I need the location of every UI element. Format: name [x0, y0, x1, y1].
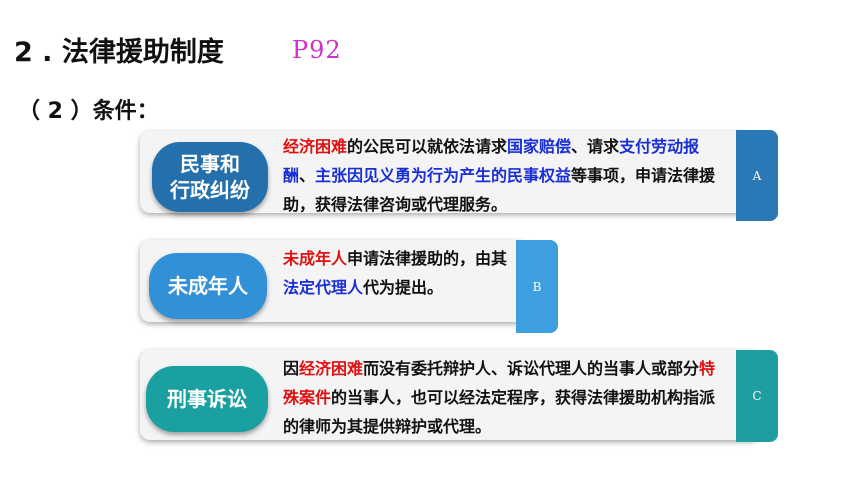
- condition-text-criminal: 因经济困难而没有委托辩护人、诉讼代理人的当事人或部分特殊案件的当事人，也可以经法…: [283, 354, 728, 441]
- highlight-red-text: 经济困难: [283, 137, 348, 156]
- condition-text-minor: 未成年人申请法律援助的，由其法定代理人代为提出。: [283, 244, 508, 302]
- condition-text-civil: 经济困难的公民可以就依法请求国家赔偿、请求支付劳动报酬、主张因见义勇为行为产生的…: [283, 132, 728, 219]
- page-title: 2 . 法律援助制度: [14, 37, 224, 68]
- text-segment: 的当事人，也可以经法定程序，获得法律援助机构指派的律师为其提供辩护或代理。: [283, 388, 716, 436]
- category-pill-criminal: 刑事诉讼: [146, 366, 268, 432]
- text-segment: 代为提出。: [363, 278, 444, 297]
- text-segment: 等事项，申请法律援助，获得法律咨询或代理服务。: [283, 166, 716, 214]
- category-pill-civil: 民事和 行政纠纷: [152, 142, 268, 212]
- category-pill-minor: 未成年人: [149, 253, 267, 319]
- highlight-red-text: 特殊案件: [283, 359, 716, 407]
- card-tab-b[interactable]: B: [516, 240, 558, 333]
- category-pill-line2: 行政纠纷: [170, 178, 250, 202]
- section-subtitle: （ 2 ）条件：: [18, 99, 159, 124]
- highlight-red-text: 未成年人: [283, 249, 348, 268]
- text-segment: 的公民可以就依法请求: [347, 137, 508, 156]
- card-tab-c[interactable]: C: [736, 350, 778, 442]
- category-pill-line1: 民事和: [180, 152, 240, 176]
- text-segment: 、: [299, 166, 316, 185]
- highlight-blue-text: 法定代理人: [283, 278, 364, 297]
- text-segment: 、请求: [571, 137, 620, 156]
- text-segment: 而没有委托辩护人、诉讼代理人的当事人或部分: [363, 359, 700, 378]
- text-segment: 因: [283, 359, 300, 378]
- highlight-blue-text: 国家赔偿: [507, 137, 572, 156]
- highlight-blue-text: 主张因见义勇为行为产生的民事权益: [315, 166, 572, 185]
- card-tab-a[interactable]: A: [736, 130, 778, 221]
- highlight-red-text: 经济困难: [299, 359, 364, 378]
- text-segment: 申请法律援助的，由其: [347, 249, 508, 268]
- page-reference: P92: [292, 36, 342, 64]
- highlight-blue-text: 支付劳动报酬: [283, 137, 700, 185]
